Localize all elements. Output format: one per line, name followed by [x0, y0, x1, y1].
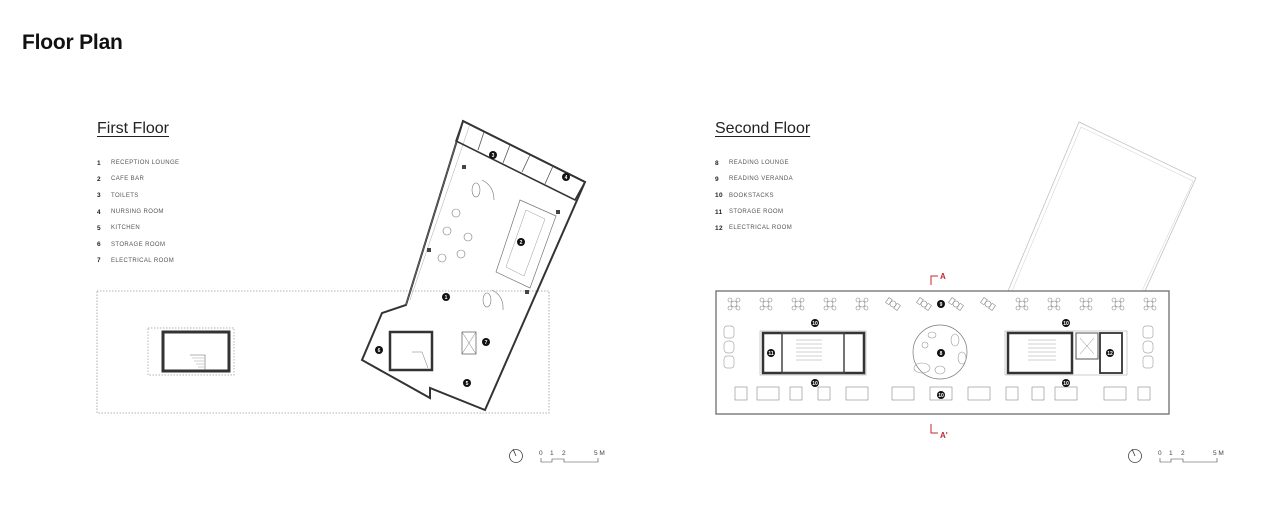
svg-text:12: 12 [1107, 351, 1113, 357]
svg-text:6: 6 [378, 348, 381, 354]
section-mark-a: A [930, 272, 946, 285]
svg-text:5 M: 5 M [1213, 450, 1224, 457]
svg-text:8: 8 [940, 351, 943, 357]
svg-text:2: 2 [520, 240, 523, 246]
svg-text:A': A' [940, 431, 948, 440]
svg-text:10: 10 [1063, 381, 1069, 387]
svg-text:10: 10 [1063, 321, 1069, 327]
second-floor-title: Second Floor [715, 120, 811, 137]
svg-text:10: 10 [812, 381, 818, 387]
svg-text:5 M: 5 M [594, 450, 605, 457]
bookstacks [734, 386, 1151, 401]
second-floor-plan: A A' 8 9 10 10 10 10 10 11 12 0 1 2 5 [715, 121, 1224, 463]
page-title: Floor Plan [22, 31, 123, 54]
svg-text:0: 0 [1158, 450, 1162, 457]
first-floor-north-arrow-icon [509, 448, 523, 463]
svg-text:5: 5 [466, 381, 469, 387]
svg-text:2: 2 [1181, 450, 1185, 457]
svg-text:1: 1 [1169, 450, 1173, 457]
second-floor-scale-bar: 0 1 2 5 M [1158, 450, 1224, 463]
first-floor-plan: 1 2 3 4 5 6 7 0 1 2 5 M [96, 119, 605, 463]
svg-text:7: 7 [485, 340, 488, 346]
veranda-tables [727, 297, 1157, 311]
section-mark-a-prime: A' [930, 424, 948, 440]
second-floor-room-tags: 8 9 10 10 10 10 10 11 12 [767, 300, 1114, 399]
svg-text:4: 4 [565, 175, 568, 181]
svg-text:A: A [940, 272, 946, 281]
svg-text:10: 10 [812, 321, 818, 327]
first-floor-title: First Floor [97, 120, 169, 137]
svg-text:11: 11 [768, 351, 774, 357]
svg-text:10: 10 [938, 393, 944, 399]
first-floor-scale-bar: 0 1 2 5 M [539, 450, 605, 463]
svg-text:1: 1 [550, 450, 554, 457]
svg-text:1: 1 [445, 295, 448, 301]
svg-text:2: 2 [562, 450, 566, 457]
second-floor-north-arrow-icon [1128, 448, 1142, 463]
svg-text:3: 3 [492, 153, 495, 159]
svg-text:0: 0 [539, 450, 543, 457]
first-floor-room-tags: 1 2 3 4 5 6 7 [375, 151, 570, 387]
svg-text:9: 9 [940, 302, 943, 308]
